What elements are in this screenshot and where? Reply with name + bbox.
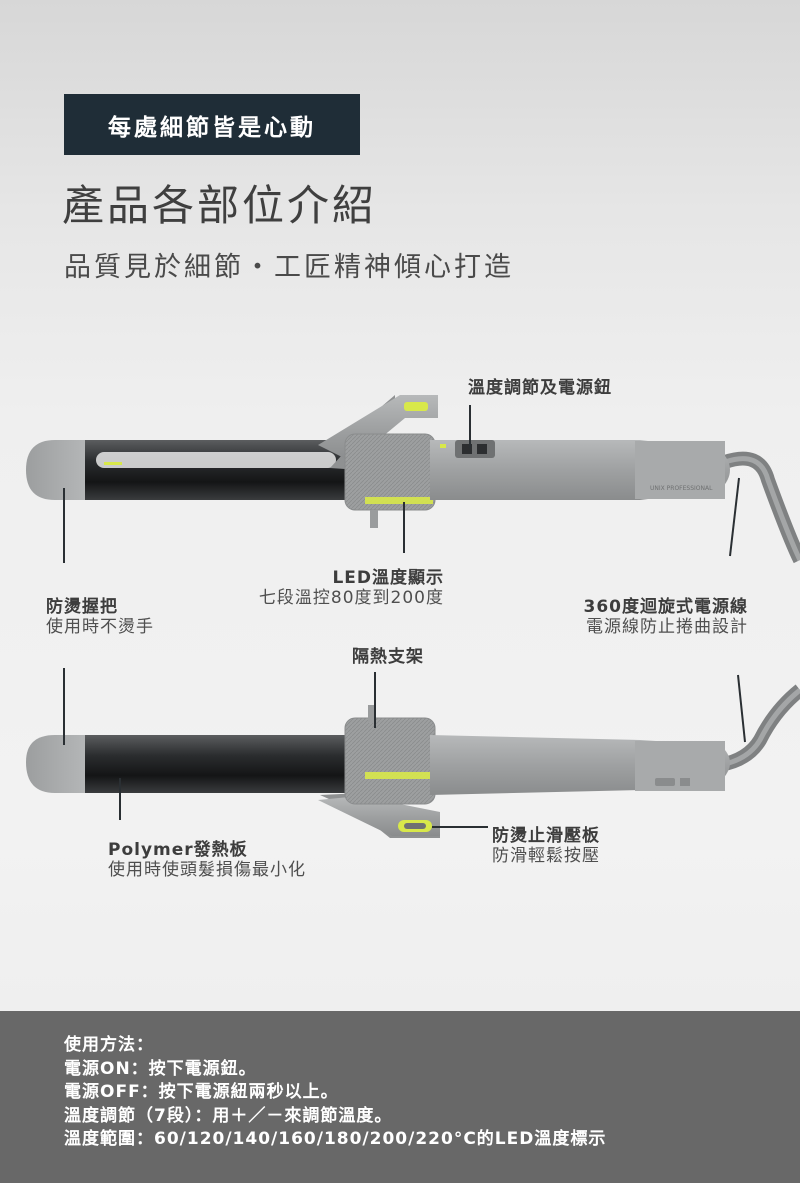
callout-power-button: 溫度調節及電源鈕 <box>468 378 612 398</box>
callout-cord-title: 360度迴旋式電源線 <box>583 597 748 617</box>
callout-led-display-title: LED溫度顯示 <box>332 568 444 588</box>
callout-handle-title: 防燙握把 <box>46 597 118 617</box>
callout-plate-desc: 使用時使頭髮損傷最小化 <box>108 860 306 881</box>
callout-stand-title: 隔熱支架 <box>352 647 424 667</box>
product-illustration: UNIX PROFESSIONAL <box>26 395 800 838</box>
device-bottom <box>26 684 800 838</box>
callout-cord: 360度迴旋式電源線 電源線防止捲曲設計 <box>530 597 748 638</box>
callout-handle-desc: 使用時不燙手 <box>46 617 154 638</box>
usage-line: 電源ON：按下電源鈕。 <box>64 1058 257 1079</box>
svg-text:UNIX PROFESSIONAL: UNIX PROFESSIONAL <box>650 485 713 492</box>
device-top: UNIX PROFESSIONAL <box>26 395 800 564</box>
callout-led-display: LED溫度顯示 七段溫控80度到200度 <box>236 568 444 609</box>
callout-lever: 防燙止滑壓板 防滑輕鬆按壓 <box>492 826 600 867</box>
tagline-banner: 每處細節皆是心動 <box>64 94 360 155</box>
usage-heading: 使用方法： <box>64 1035 154 1055</box>
usage-line: 溫度調節（7段）：用＋／－來調節溫度。 <box>64 1105 393 1126</box>
callout-lever-desc: 防滑輕鬆按壓 <box>492 846 600 867</box>
page-subtitle: 品質見於細節・工匠精神傾心打造 <box>64 252 514 283</box>
callout-lever-title: 防燙止滑壓板 <box>492 826 600 846</box>
usage-lines: 使用方法： 電源ON：按下電源鈕。 電源OFF：按下電源紐兩秒以上。 溫度調節（… <box>64 1034 606 1152</box>
callout-cord-desc: 電源線防止捲曲設計 <box>586 617 748 638</box>
callout-plate-title: Polymer發熱板 <box>108 840 248 860</box>
callout-power-button-title: 溫度調節及電源鈕 <box>468 378 612 398</box>
usage-line: 電源OFF：按下電源紐兩秒以上。 <box>64 1082 339 1102</box>
callout-stand: 隔熱支架 <box>352 647 424 667</box>
callout-led-display-desc: 七段溫控80度到200度 <box>258 588 444 609</box>
page-title: 產品各部位介紹 <box>62 181 378 230</box>
callout-lines <box>63 405 746 828</box>
callout-plate: Polymer發熱板 使用時使頭髮損傷最小化 <box>108 840 306 881</box>
usage-section: 使用方法： 電源ON：按下電源鈕。 電源OFF：按下電源紐兩秒以上。 溫度調節（… <box>0 1011 800 1183</box>
usage-line: 溫度範圍：60/120/140/160/180/200/220°C的LED溫度標… <box>64 1129 607 1149</box>
callout-handle: 防燙握把 使用時不燙手 <box>46 597 154 638</box>
tagline-text: 每處細節皆是心動 <box>108 114 316 141</box>
